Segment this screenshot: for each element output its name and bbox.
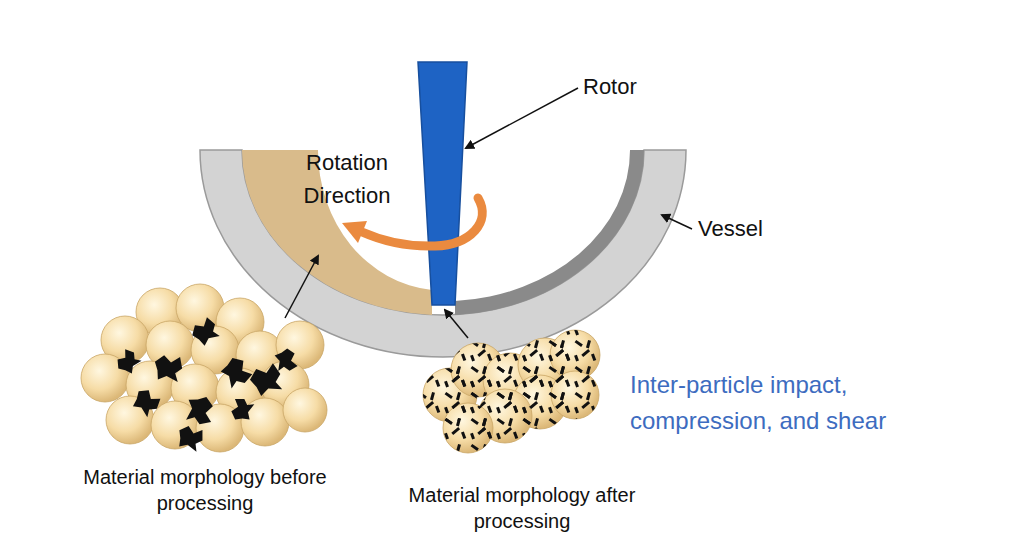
leader-line <box>466 88 578 148</box>
particles-after <box>423 330 600 453</box>
leader-line <box>662 215 692 229</box>
part-label: Rotor <box>583 74 703 100</box>
motion-label: Rotation Direction <box>287 146 407 212</box>
leader-line <box>445 310 468 338</box>
mechanism-note: Inter-particle impact, compression, and … <box>630 367 970 439</box>
vessel-inner-shade <box>455 150 644 315</box>
morphology-caption: Material morphology before processing <box>68 464 342 516</box>
part-label: Vessel <box>698 216 818 242</box>
morphology-caption: Material morphology after processing <box>390 482 654 534</box>
rotation-arrowhead <box>342 221 367 243</box>
rotor-blade <box>418 62 467 305</box>
leader-line <box>285 256 318 318</box>
